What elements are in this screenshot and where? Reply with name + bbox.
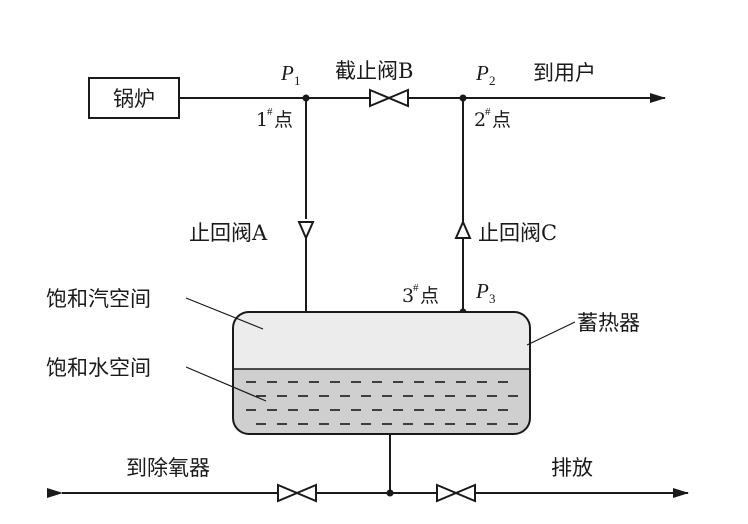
svg-text:P: P <box>475 279 489 303</box>
water-dashes <box>246 381 518 425</box>
point-3-label: 3 # 点 <box>402 282 439 307</box>
check-valve-a <box>297 221 315 241</box>
p3-label: P 3 <box>475 279 496 306</box>
drain-label: 排放 <box>551 456 593 480</box>
svg-text:2: 2 <box>474 109 486 131</box>
svg-text:3: 3 <box>489 291 496 306</box>
p1-label: P 1 <box>280 61 301 88</box>
steam-space-callout <box>185 297 264 330</box>
to-deaerator-label: 到除氧器 <box>126 456 210 480</box>
saturated-steam-space-label: 饱和汽空间 <box>46 287 151 311</box>
boiler-label: 锅炉 <box>113 87 155 111</box>
check-valve-a-label: 止回阀A <box>189 221 268 245</box>
saturated-water-space-label: 饱和水空间 <box>46 356 151 380</box>
svg-text:3: 3 <box>402 285 414 307</box>
p2-label: P 2 <box>475 61 496 88</box>
drain-valve <box>436 483 476 503</box>
boiler-box: 锅炉 <box>88 77 180 119</box>
svg-text:#: # <box>413 282 419 294</box>
svg-text:1: 1 <box>256 109 268 131</box>
water-region <box>233 369 530 434</box>
stop-valve-b-label: 截止阀B <box>335 59 413 83</box>
svg-text:P: P <box>475 61 489 85</box>
check-valve-c <box>454 219 472 239</box>
stop-valve-b <box>369 88 409 108</box>
svg-text:点: 点 <box>492 109 511 131</box>
svg-text:#: # <box>485 106 491 118</box>
svg-text:2: 2 <box>489 73 496 88</box>
point-2-label: 2 # 点 <box>474 106 511 131</box>
accumulator-callout <box>526 321 576 346</box>
svg-text:#: # <box>267 106 273 118</box>
point-1-label: 1 # 点 <box>256 106 293 131</box>
accumulator-vessel <box>232 311 531 435</box>
svg-text:点: 点 <box>274 109 293 131</box>
check-valve-c-label: 止回阀C <box>478 221 557 245</box>
water-space-callout <box>185 366 267 402</box>
accumulator-label: 蓄热器 <box>577 311 640 335</box>
deaerator-valve <box>277 483 317 503</box>
svg-text:点: 点 <box>420 285 439 307</box>
svg-text:1: 1 <box>294 73 301 88</box>
to-user-label: 到用户 <box>533 61 596 85</box>
svg-text:P: P <box>280 61 294 85</box>
